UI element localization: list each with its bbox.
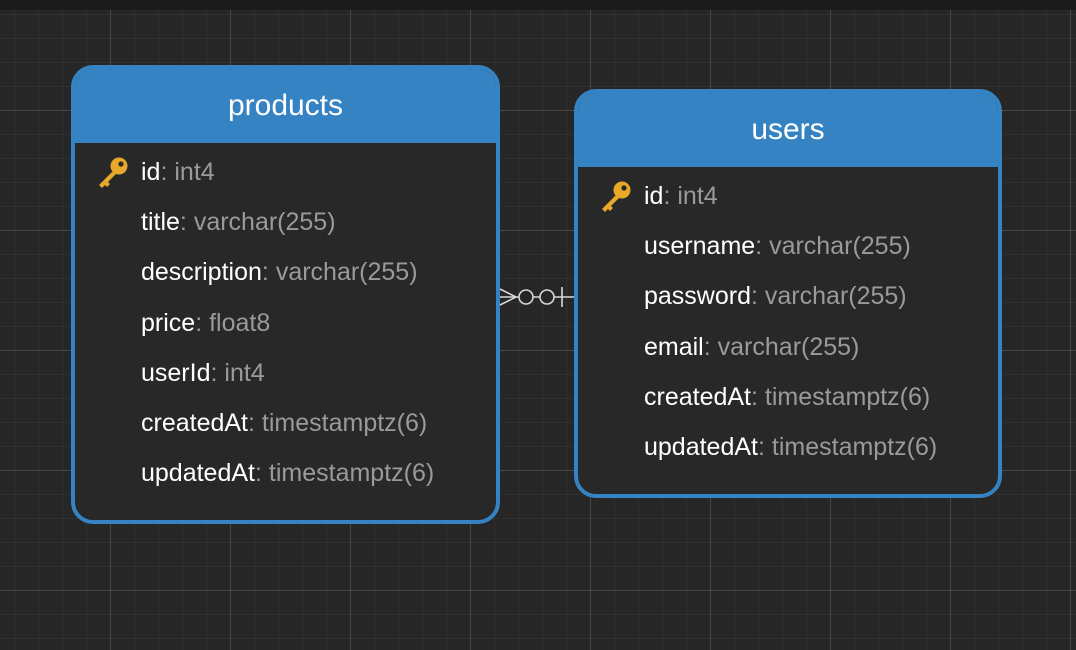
- field-row-products-userid[interactable]: userId: int4: [141, 358, 265, 387]
- field-type: varchar(255): [764, 282, 907, 311]
- field-name: id: [644, 181, 664, 210]
- field-name: username: [644, 231, 756, 260]
- field-row-products-updatedat[interactable]: updatedAt: timestamptz(6): [141, 459, 435, 488]
- field-type: int4: [224, 358, 265, 387]
- table-title-users: users: [751, 113, 825, 146]
- key-icon: [602, 181, 631, 212]
- table-header-users[interactable]: users: [578, 93, 998, 167]
- field-row-users-updatedat[interactable]: updatedAt: timestamptz(6): [644, 433, 938, 462]
- table-users[interactable]: users id: int4 username: varchar(255) pa…: [574, 89, 1002, 498]
- field-type: int4: [677, 181, 718, 210]
- field-name: price: [141, 308, 196, 337]
- field-type: timestamptz(6): [771, 433, 938, 462]
- table-products[interactable]: products id: int4 title: varchar(255) de…: [71, 65, 500, 524]
- field-row-products-price[interactable]: price: float8: [141, 308, 271, 337]
- field-type: varchar(255): [717, 332, 860, 361]
- field-name: updatedAt: [141, 459, 255, 488]
- table-header-products[interactable]: products: [75, 69, 496, 143]
- field-name: password: [644, 282, 751, 311]
- field-name: userId: [141, 358, 211, 387]
- field-row-products-id[interactable]: id: int4: [75, 147, 496, 197]
- field-type: float8: [209, 308, 271, 337]
- field-name: description: [141, 258, 262, 287]
- field-type: varchar(255): [769, 231, 911, 260]
- field-name: title: [141, 207, 180, 236]
- field-row-users-createdat[interactable]: createdAt: timestamptz(6): [644, 382, 931, 411]
- table-title-products: products: [227, 89, 344, 122]
- zero-circle-marker-users: [539, 289, 555, 305]
- zero-circle-marker-products: [518, 289, 534, 305]
- canvas-top-strip: [0, 0, 1076, 10]
- field-type: int4: [174, 157, 215, 186]
- field-type: timestamptz(6): [261, 409, 428, 438]
- field-row-users-email[interactable]: email: varchar(255): [644, 332, 860, 361]
- field-type: varchar(255): [275, 258, 418, 287]
- field-row-users-password[interactable]: password: varchar(255): [644, 282, 907, 311]
- field-type: varchar(255): [193, 207, 336, 236]
- field-list-products: id: int4 title: varchar(255) description…: [75, 143, 496, 499]
- field-name: id: [141, 157, 161, 186]
- field-type: timestamptz(6): [268, 459, 435, 488]
- field-name: createdAt: [644, 382, 752, 411]
- field-name: createdAt: [141, 409, 249, 438]
- key-icon: [99, 157, 128, 188]
- field-type: timestamptz(6): [764, 382, 931, 411]
- field-row-products-createdat[interactable]: createdAt: timestamptz(6): [141, 409, 428, 438]
- field-row-users-username[interactable]: username: varchar(255): [644, 231, 911, 260]
- field-row-products-description[interactable]: description: varchar(255): [141, 258, 418, 287]
- field-row-users-id[interactable]: id: int4: [578, 171, 998, 221]
- crows-foot-many-marker: [499, 288, 518, 306]
- field-name: email: [644, 332, 704, 361]
- field-row-products-title[interactable]: title: varchar(255): [141, 207, 336, 236]
- field-list-users: id: int4 username: varchar(255) password…: [578, 167, 998, 473]
- field-name: updatedAt: [644, 433, 758, 462]
